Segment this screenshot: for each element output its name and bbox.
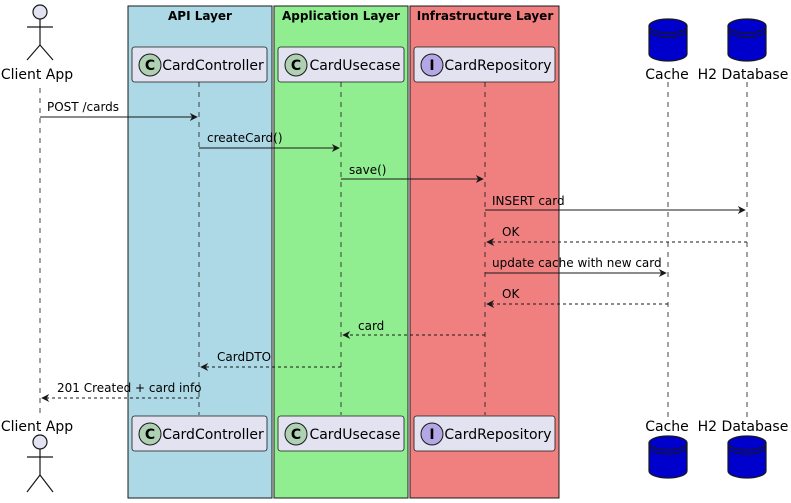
participant-label: CardRepository — [444, 58, 551, 74]
participant-label: H2 Database — [698, 419, 789, 435]
participant-label: CardUsecase — [309, 427, 400, 443]
lifelines — [39, 82, 748, 420]
interface-glyph: I — [429, 58, 434, 74]
participant-usecase-bottom: C CardUsecase — [277, 415, 405, 452]
message-label: 201 Created + card info — [57, 381, 202, 395]
database-icon — [727, 435, 767, 479]
message-label: POST /cards — [47, 100, 119, 114]
message-card-dto: CardDTO — [200, 350, 341, 371]
actor-icon — [26, 434, 54, 493]
message-ok-h2: OK — [486, 225, 747, 246]
class-glyph: C — [291, 58, 301, 74]
participant-h2-top: H2 Database — [698, 18, 789, 83]
infrastructure-layer-label: Infrastructure Layer — [417, 9, 554, 23]
application-layer-label: Application Layer — [282, 9, 400, 23]
database-icon — [727, 18, 767, 62]
participant-label: Client App — [1, 419, 73, 435]
message-post-cards: POST /cards — [40, 100, 198, 121]
class-glyph: C — [291, 427, 301, 443]
message-label: card — [358, 319, 384, 333]
class-glyph: C — [145, 427, 155, 443]
interface-icon — [420, 53, 444, 77]
database-icon — [648, 18, 688, 62]
participant-repository-top: I CardRepository — [413, 46, 556, 83]
participant-label: Cache — [645, 419, 689, 435]
message-save: save() — [341, 163, 484, 183]
participant-label: Client App — [1, 67, 73, 83]
participant-client-bottom: Client App — [1, 419, 73, 493]
message-create-card: createCard() — [199, 131, 340, 152]
class-icon — [284, 422, 308, 446]
participant-cache-top: Cache — [645, 18, 689, 83]
participant-h2-bottom: H2 Database — [698, 419, 789, 479]
participant-label: CardRepository — [444, 427, 551, 443]
participant-label: CardController — [162, 58, 264, 74]
message-label: OK — [502, 225, 520, 239]
message-label: INSERT card — [492, 194, 565, 208]
participant-label: CardController — [162, 427, 264, 443]
class-icon — [138, 53, 162, 77]
participant-client-top: Client App — [1, 4, 73, 83]
message-label: update cache with new card — [492, 256, 662, 270]
message-card: card — [342, 319, 485, 339]
messages: POST /cards createCard() save() INSERT c… — [40, 100, 747, 402]
participant-usecase-top: C CardUsecase — [277, 46, 405, 83]
class-glyph: C — [145, 58, 155, 74]
participant-label: Cache — [645, 67, 689, 83]
message-ok-cache: OK — [486, 287, 668, 308]
participant-controller-bottom: C CardController — [131, 415, 268, 452]
message-created: 201 Created + card info — [41, 381, 202, 402]
participant-repository-bottom: I CardRepository — [413, 415, 556, 452]
message-label: OK — [502, 287, 520, 301]
message-update-cache: update cache with new card — [485, 256, 667, 277]
participant-controller-top: C CardController — [131, 46, 268, 83]
participant-label: H2 Database — [698, 67, 789, 83]
api-layer-label: API Layer — [168, 9, 232, 23]
database-icon — [648, 435, 688, 479]
class-icon — [138, 422, 162, 446]
message-label: save() — [349, 163, 386, 177]
message-insert-card: INSERT card — [485, 194, 746, 214]
interface-glyph: I — [429, 427, 434, 443]
participant-cache-bottom: Cache — [645, 419, 689, 479]
message-label: CardDTO — [217, 350, 271, 364]
actor-icon — [26, 4, 54, 61]
participant-label: CardUsecase — [309, 58, 400, 74]
class-icon — [284, 53, 308, 77]
interface-icon — [420, 422, 444, 446]
message-label: createCard() — [207, 131, 283, 145]
